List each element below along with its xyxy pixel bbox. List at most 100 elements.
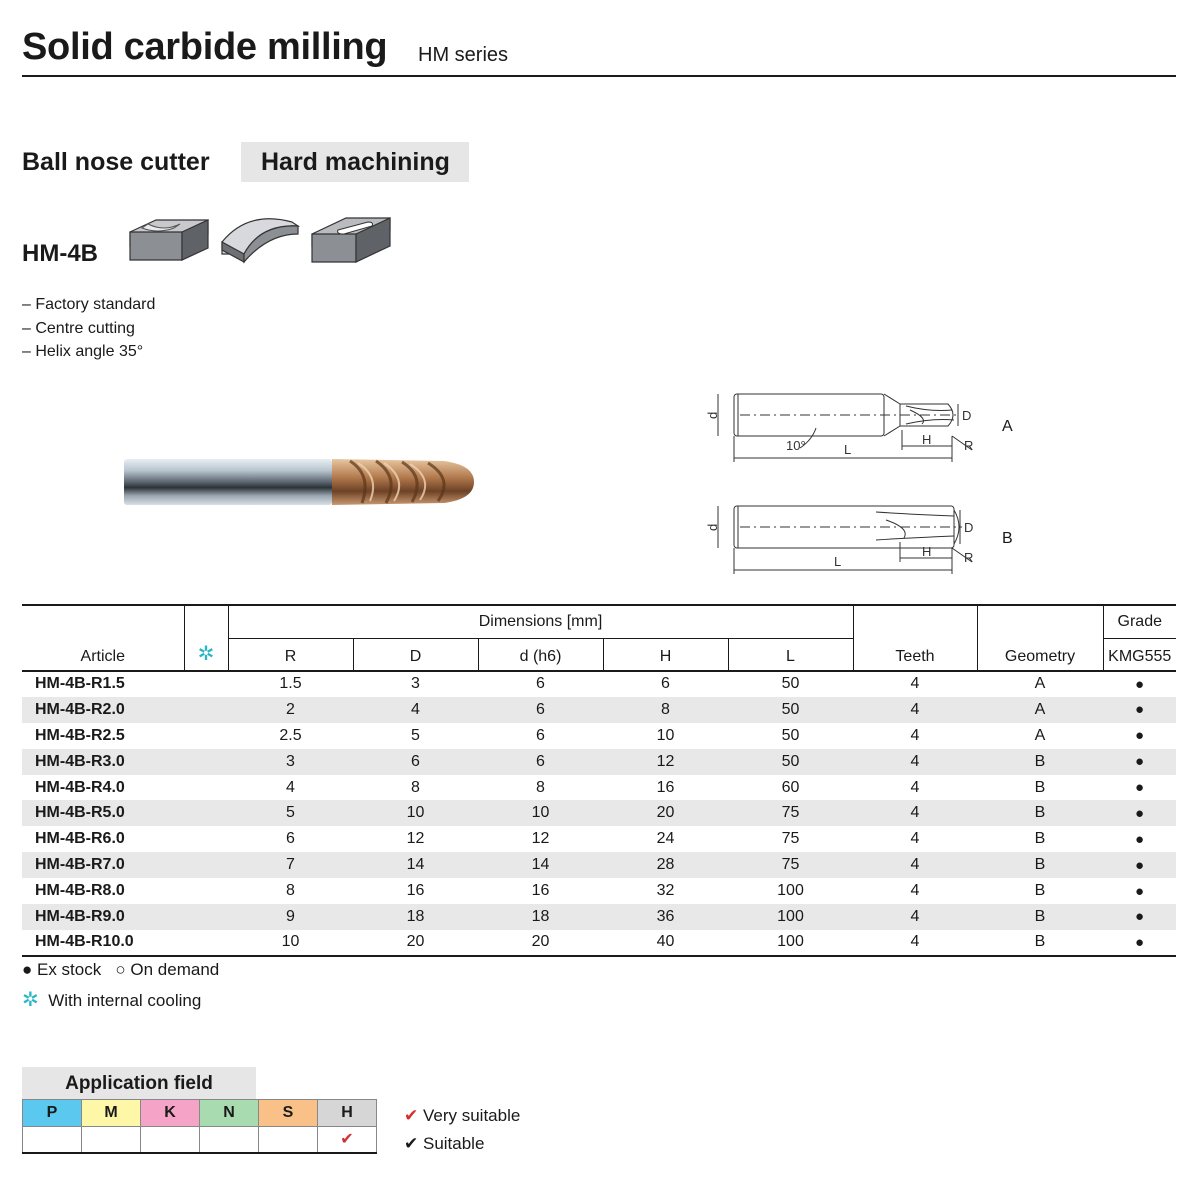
- series-label: HM series: [418, 44, 509, 66]
- cell-R: 1.5: [279, 675, 302, 693]
- col-article: Article: [22, 604, 184, 672]
- application-shapes-icon: [129, 217, 391, 264]
- cell-D: 18: [353, 904, 478, 930]
- cell-teeth: 4: [853, 852, 977, 879]
- cell-L: 60: [781, 778, 800, 796]
- on-demand-legend: ○ On demand: [115, 960, 220, 979]
- cell-geometry: B: [1034, 882, 1046, 900]
- suitability-cell: [140, 1126, 200, 1154]
- cooling-cell: [184, 904, 228, 930]
- cell-R: 3: [228, 748, 353, 775]
- cell-R: 7: [228, 852, 353, 879]
- material-k: K: [140, 1099, 200, 1127]
- cooling-cell: [184, 723, 228, 749]
- cell-D: 3: [411, 675, 420, 693]
- cooling-icon: ✲: [22, 989, 39, 1011]
- cell-D: 10: [353, 800, 478, 827]
- dim-L-label: L: [834, 554, 841, 569]
- suitability-cell: ✔: [317, 1126, 377, 1154]
- dim-D-label: D: [962, 408, 971, 423]
- cell-H: 6: [661, 675, 670, 693]
- cell-H: 20: [603, 800, 728, 827]
- pocket-block-icon: [311, 217, 391, 263]
- cell-D: 5: [411, 726, 420, 744]
- cell-grade: ●: [1103, 800, 1176, 827]
- col-H: H: [602, 638, 728, 672]
- cooling-cell: [184, 748, 228, 775]
- cell-d: 8: [536, 778, 545, 796]
- cell-R: 9: [228, 904, 353, 930]
- cell-geometry: B: [977, 800, 1103, 827]
- cell-article: HM-4B-R10.0: [22, 929, 184, 957]
- cell-D: 14: [353, 852, 478, 879]
- cell-L: 100: [777, 882, 804, 900]
- cell-H: 24: [656, 830, 675, 848]
- cell-d: 6: [536, 675, 545, 693]
- cell-d: 18: [478, 904, 603, 930]
- cell-teeth: 4: [853, 748, 977, 775]
- cell-R: 2.5: [279, 726, 302, 744]
- groove-block-icon: [129, 219, 209, 261]
- cell-grade: ●: [1134, 675, 1145, 693]
- dim-H-label: H: [922, 544, 931, 559]
- col-L: L: [727, 638, 853, 672]
- cell-L: 50: [781, 726, 800, 744]
- angle-label: 10°: [786, 438, 806, 453]
- dim-R-label: R: [964, 550, 973, 565]
- cell-R: 4: [286, 778, 295, 796]
- geometry-diagram-a: d D H R L 10°: [705, 393, 973, 462]
- cell-d: 10: [478, 800, 603, 827]
- cell-teeth: 4: [910, 726, 920, 744]
- cell-teeth: 4: [853, 800, 977, 827]
- cell-geometry: A: [1034, 675, 1046, 693]
- cell-grade: ●: [1134, 779, 1145, 796]
- suitability-cell: [22, 1126, 82, 1154]
- cell-D: 12: [406, 830, 425, 848]
- dim-R-label: R: [964, 438, 973, 453]
- cell-H: 12: [603, 748, 728, 775]
- col-cooling: ✲: [183, 604, 228, 672]
- feature-list: – Factory standard – Centre cutting – He…: [22, 293, 155, 364]
- material-p: P: [22, 1099, 82, 1127]
- geometry-label-a: A: [1002, 418, 1013, 435]
- cell-grade: ●: [1103, 929, 1176, 957]
- cell-L: 75: [781, 830, 800, 848]
- cooling-icon: ✲: [197, 643, 215, 665]
- cooling-cell: [184, 852, 228, 879]
- ball-nose-cutter-image: [124, 459, 474, 505]
- cell-R: 5: [228, 800, 353, 827]
- col-D: D: [352, 638, 478, 672]
- cell-grade: ●: [1103, 748, 1176, 775]
- stock-legend: ● Ex stock ○ On demand: [22, 960, 219, 980]
- cell-article: HM-4B-R4.0: [35, 778, 125, 796]
- page-title: Solid carbide milling: [22, 26, 388, 68]
- subcategory-badge: [241, 142, 469, 182]
- cooling-cell: [184, 826, 228, 852]
- cell-d: 20: [478, 929, 603, 957]
- cell-article: HM-4B-R9.0: [22, 904, 184, 930]
- cell-d: 12: [531, 830, 550, 848]
- ex-stock-legend: ● Ex stock: [22, 960, 102, 979]
- cell-R: 8: [286, 882, 295, 900]
- cell-teeth: 4: [910, 882, 920, 900]
- cell-grade: ●: [1134, 830, 1145, 848]
- suitable-check-icon: ✔: [404, 1134, 419, 1153]
- product-code: HM-4B: [22, 240, 98, 267]
- cooling-cell: [184, 878, 228, 904]
- subcategory-label: Hard machining: [261, 148, 450, 176]
- cell-H: 10: [656, 726, 675, 744]
- cell-geometry: A: [1034, 726, 1046, 744]
- col-geometry: Geometry: [976, 604, 1103, 672]
- suitability-cell: [258, 1126, 318, 1154]
- cooling-cell: [184, 671, 228, 697]
- cell-d: 14: [478, 852, 603, 879]
- cell-article: HM-4B-R5.0: [22, 800, 184, 827]
- cooling-cell: [184, 696, 228, 723]
